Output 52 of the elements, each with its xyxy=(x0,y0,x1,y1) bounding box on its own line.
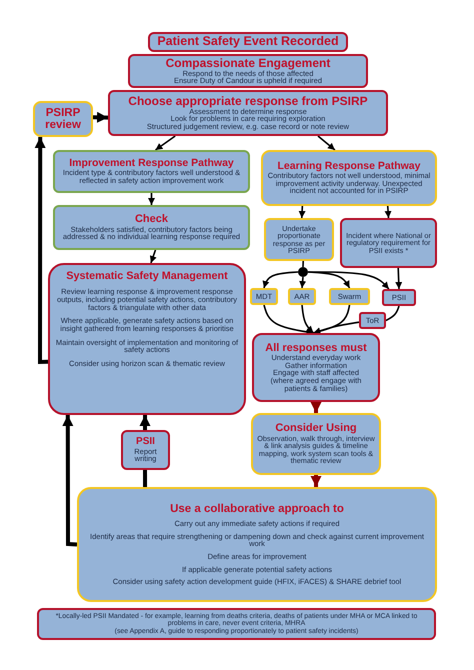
process-box xyxy=(77,487,437,602)
arrow xyxy=(263,304,314,336)
process-box xyxy=(359,312,386,329)
arrow xyxy=(262,271,298,288)
process-box xyxy=(108,90,388,136)
arrow xyxy=(140,415,151,430)
process-box xyxy=(48,263,246,415)
process-box xyxy=(382,289,416,306)
arrow xyxy=(92,112,108,123)
node-heading: Check xyxy=(134,214,168,226)
arrow xyxy=(318,135,336,151)
node-heading: Consider Using xyxy=(275,423,357,435)
arrow xyxy=(301,304,314,334)
arrow xyxy=(150,250,157,264)
process-box xyxy=(53,205,250,250)
process-box xyxy=(251,413,381,475)
process-box xyxy=(148,32,348,52)
process-box xyxy=(340,218,437,268)
node-heading: Systematic Safety Management xyxy=(66,271,228,282)
node-heading: Compassionate Engagement xyxy=(166,57,330,70)
arrow xyxy=(34,137,48,364)
arrow xyxy=(310,475,322,487)
process-box xyxy=(33,101,93,137)
process-box xyxy=(128,54,368,88)
process-box xyxy=(252,333,380,402)
arrow xyxy=(313,321,360,334)
node-heading: Improvement Response Pathway xyxy=(69,158,234,170)
arrow xyxy=(148,193,155,205)
arrow xyxy=(395,268,402,290)
process-box xyxy=(261,150,437,206)
process-box xyxy=(264,218,334,261)
process-box xyxy=(250,288,278,305)
arrow xyxy=(384,206,392,218)
arrow xyxy=(310,402,322,413)
process-box xyxy=(53,150,250,193)
arrow xyxy=(308,271,390,290)
arrow xyxy=(62,415,78,546)
node-heading: PSII xyxy=(136,437,155,448)
node-heading: Use a collaborative approach to xyxy=(170,503,344,516)
node-heading: All responses must xyxy=(265,342,367,354)
node-heading: Patient Safety Event Recorded xyxy=(157,35,339,49)
node-heading: Choose appropriate response from PSIRP xyxy=(128,95,368,108)
node-heading: Learning Response Pathway xyxy=(278,161,420,172)
arrow xyxy=(298,206,306,218)
process-box xyxy=(121,430,170,470)
arrow xyxy=(299,276,306,288)
process-box xyxy=(329,288,370,305)
arrow xyxy=(154,135,176,151)
process-box xyxy=(288,288,316,305)
node-heading: PSIRP review xyxy=(44,106,82,132)
junction-dot xyxy=(298,267,308,277)
process-box xyxy=(37,608,436,640)
